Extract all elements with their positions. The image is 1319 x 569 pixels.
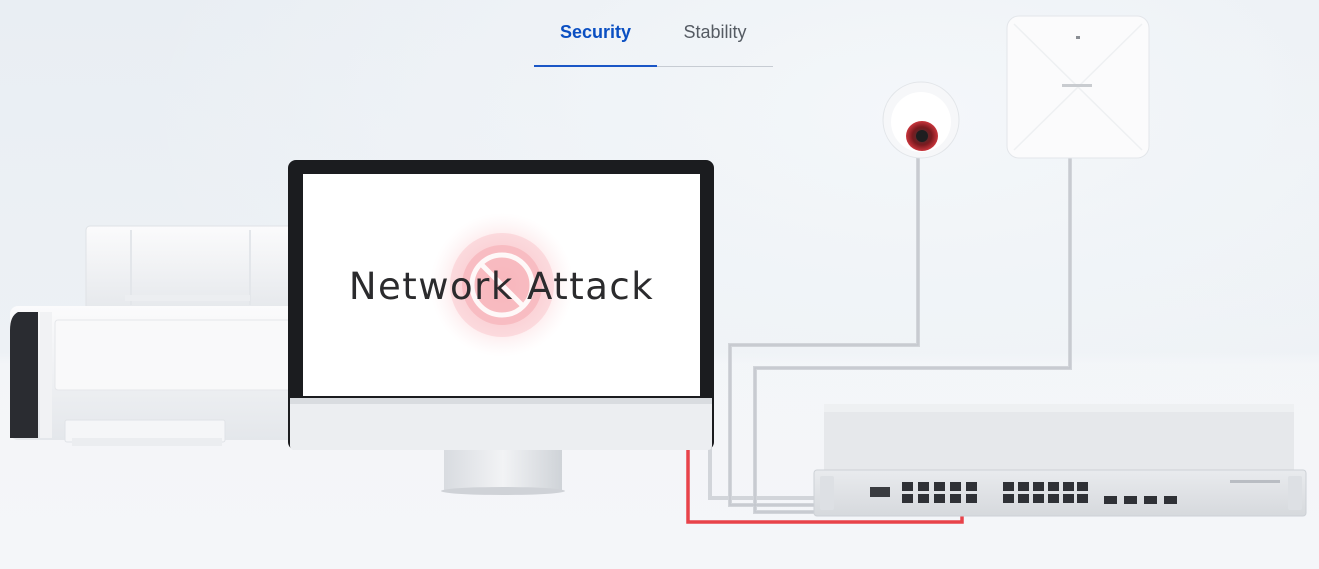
access-point (1006, 15, 1150, 159)
tab-stability-label: Stability (683, 22, 747, 42)
tab-security[interactable]: Security (534, 0, 657, 67)
network-attack-text: Network Attack (348, 265, 655, 308)
prohibited-icon (469, 252, 535, 318)
security-camera (882, 81, 960, 159)
active-tab-indicator (534, 65, 657, 67)
printer (10, 225, 300, 446)
monitor (288, 160, 714, 495)
tab-bar: Security Stability (534, 0, 773, 67)
tab-security-label: Security (559, 22, 632, 42)
network-switch (813, 404, 1307, 517)
tab-stability[interactable]: Stability (657, 0, 773, 66)
